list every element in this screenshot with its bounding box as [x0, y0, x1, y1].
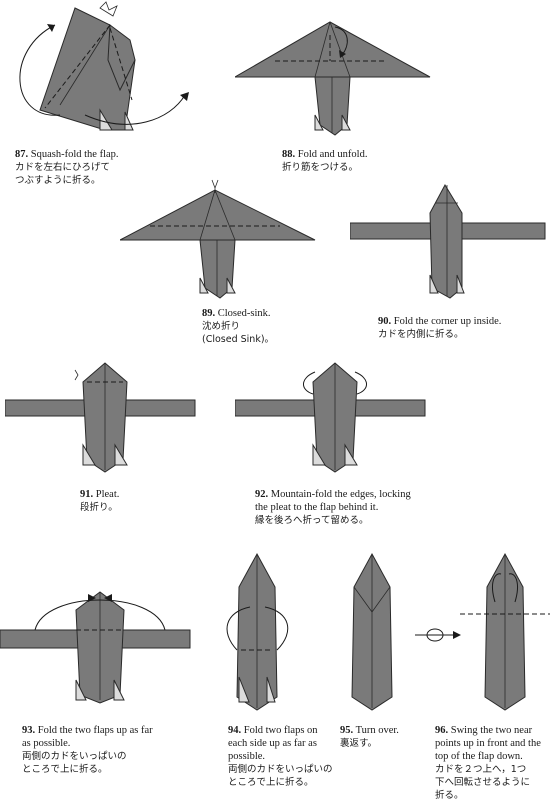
step-88-diagram [235, 21, 431, 136]
step-89-diagram [120, 179, 316, 299]
step-89-caption: 89. Closed-sink. 沈め折り (Closed Sink)。 [202, 308, 275, 345]
step-87-diagram [19, 1, 189, 131]
step-88-caption: 88. Fold and unfold. 折り筋をつける。 [282, 149, 368, 173]
step-87-caption: 87. Squash-fold the flap. カドを左右にひろげて つぶす… [15, 149, 119, 186]
step-91-caption: 91. Pleat. 段折り。 [80, 489, 120, 513]
step-94-diagram [226, 552, 289, 711]
step-92-caption: 92. Mountain-fold the edges, locking the… [255, 489, 411, 526]
step-94-caption: 94. Fold two flaps on each side up as fa… [228, 725, 333, 788]
step-90-diagram [350, 183, 546, 299]
step-95-caption: 95. Turn over. 裏返す。 [340, 725, 399, 749]
step-95-diagram [351, 552, 393, 711]
turn-over-icon [415, 628, 461, 642]
step-92-diagram [235, 362, 426, 473]
step-93-caption: 93. Fold the two flaps up as far as poss… [22, 725, 153, 775]
step-96-diagram [460, 552, 550, 711]
step-93-diagram [0, 591, 191, 704]
step-91-diagram [5, 362, 196, 473]
step-96-caption: 96. Swing the two near points up in fron… [435, 725, 541, 801]
step-90-caption: 90. Fold the corner up inside. カドを内側に折る。 [378, 316, 502, 340]
